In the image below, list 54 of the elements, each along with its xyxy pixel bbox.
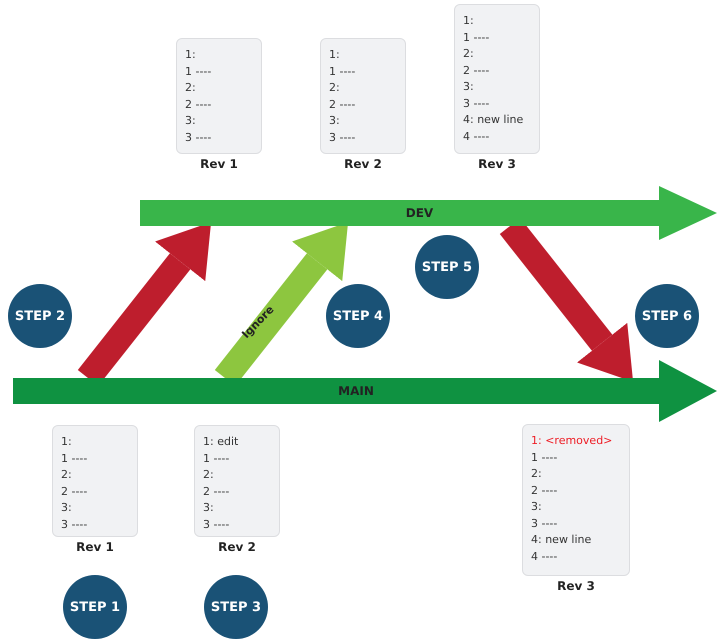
code-line: 2 ---- xyxy=(463,62,490,78)
revision-label: Rev 1 xyxy=(200,157,238,171)
step-circle: STEP 5 xyxy=(415,235,479,299)
revision-label: Rev 2 xyxy=(344,157,382,171)
code-line: 3: xyxy=(329,113,341,129)
code-line: 1: xyxy=(185,47,197,63)
branch-label: MAIN xyxy=(338,384,374,398)
code-line: 2 ---- xyxy=(185,96,212,112)
code-line: 4: new line xyxy=(463,112,524,128)
revision-label: Rev 3 xyxy=(478,157,516,171)
step-circle: STEP 4 xyxy=(326,284,390,348)
code-line: 2 ---- xyxy=(61,484,88,500)
step-circle: STEP 3 xyxy=(204,575,268,639)
code-line: 3 ---- xyxy=(463,96,490,112)
step-circle: STEP 2 xyxy=(8,284,72,348)
code-line: 1: xyxy=(329,47,341,63)
code-line: 3: xyxy=(463,79,475,95)
code-line: 3: xyxy=(61,500,73,516)
code-line: 1: edit xyxy=(203,434,240,450)
step-circle: STEP 6 xyxy=(635,284,699,348)
code-line: 2: xyxy=(463,46,475,62)
code-line: 3: xyxy=(531,499,543,515)
code-line: 3: xyxy=(203,500,215,516)
code-line: 1 ---- xyxy=(61,450,88,466)
code-line: 2: xyxy=(329,80,341,96)
code-line: 3 ---- xyxy=(531,516,558,532)
code-line: 3 ---- xyxy=(185,130,212,146)
code-line: 4: new line xyxy=(531,532,592,548)
code-line: 2 ---- xyxy=(203,484,230,500)
step-circle: STEP 1 xyxy=(63,575,127,639)
code-line: 2 ---- xyxy=(531,482,558,498)
code-line: 2: xyxy=(61,467,73,483)
code-line: 2: xyxy=(203,467,215,483)
branch-label: DEV xyxy=(406,206,434,220)
code-line: 1 ---- xyxy=(329,64,356,80)
code-line: 3 ---- xyxy=(329,130,356,146)
code-line: 3 ---- xyxy=(61,516,88,532)
code-line: 1 ---- xyxy=(531,450,558,466)
code-line: 1: xyxy=(463,13,475,29)
code-line: 2: xyxy=(531,466,543,482)
code-line: 1 ---- xyxy=(203,450,230,466)
revision-label: Rev 3 xyxy=(557,579,595,593)
code-line: 4 ---- xyxy=(463,128,490,144)
revision-label: Rev 1 xyxy=(76,540,114,554)
code-line: 1 ---- xyxy=(185,64,212,80)
code-line: 1: <removed> xyxy=(531,433,614,449)
code-line: 4 ---- xyxy=(531,548,558,564)
code-line: 2 ---- xyxy=(329,96,356,112)
code-line: 3: xyxy=(185,113,197,129)
code-line: 2: xyxy=(185,80,197,96)
revision-label: Rev 2 xyxy=(218,540,256,554)
code-line: 3 ---- xyxy=(203,516,230,532)
code-line: 1: xyxy=(61,434,73,450)
code-line: 1 ---- xyxy=(463,30,490,46)
